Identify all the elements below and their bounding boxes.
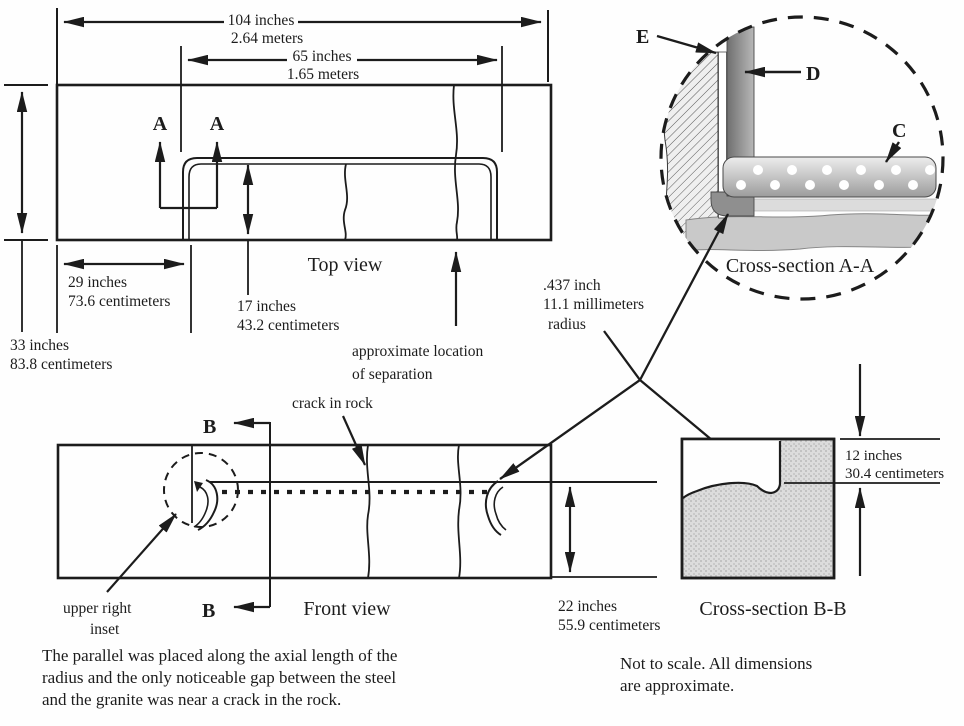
radius-line-2: 11.1 millimeters xyxy=(543,296,644,313)
top-view-title: Top view xyxy=(308,254,383,276)
dimension-104-inches: 104 inches 2.64 meters xyxy=(56,8,549,84)
dimension-29-inches: 29 inches 73.6 centimeters xyxy=(56,245,192,333)
crack-line-top-view xyxy=(452,84,459,241)
crack-label: crack in rock xyxy=(292,395,373,412)
dim-17-in: 17 inches xyxy=(237,298,296,315)
inset-label-1: upper right xyxy=(63,600,132,617)
dim-33-in: 33 inches xyxy=(10,337,69,354)
crack-arrow xyxy=(341,415,367,466)
cross-section-aa-title: Cross-section A-A xyxy=(726,255,875,277)
note-left-line-3: and the granite was near a crack in the … xyxy=(42,690,341,709)
note-right-line-1: Not to scale. All dimensions xyxy=(620,654,812,673)
bb-white-region xyxy=(682,439,780,498)
inset-callout: upper right inset xyxy=(63,513,177,638)
detail-circle-inset xyxy=(163,452,239,528)
dim-29-in: 29 inches xyxy=(68,274,127,291)
dim-17-cm: 43.2 centimeters xyxy=(237,317,339,334)
label-c: C xyxy=(892,120,906,142)
dimension-22-inches: 22 inches 55.9 centimeters xyxy=(551,486,660,634)
notes: The parallel was placed along the axial … xyxy=(42,646,812,709)
crack-line-front-right xyxy=(457,444,462,579)
perforated-bar-c xyxy=(722,156,937,198)
label-d: D xyxy=(806,63,820,85)
dimension-65-inches: 65 inches 1.65 meters xyxy=(180,46,503,152)
front-view: crack in rock B B xyxy=(56,395,660,638)
rock-band xyxy=(685,213,943,252)
front-view-title: Front view xyxy=(303,598,391,620)
dim-65-m: 1.65 meters xyxy=(287,66,359,83)
cross-section-bb: Cross-section B-B 12 inches 30.4 centime… xyxy=(680,364,944,620)
dim-22-cm: 55.9 centimeters xyxy=(558,617,660,634)
label-e: E xyxy=(636,26,649,48)
separation-callout: approximate location of separation xyxy=(352,251,484,383)
dim-104-m: 2.64 meters xyxy=(231,30,303,47)
section-b-label-bottom: B xyxy=(202,600,215,622)
section-b-marker: B B xyxy=(202,416,271,622)
section-a-label-left: A xyxy=(153,113,168,135)
section-a-marker: A A xyxy=(153,113,225,210)
under-strip xyxy=(747,198,939,212)
cross-section-bb-title: Cross-section B-B xyxy=(699,598,846,620)
parallel-outline-inner xyxy=(188,163,492,240)
dim-22-in: 22 inches xyxy=(558,598,617,615)
bb-radius-curve xyxy=(682,441,782,499)
right-hook-detail xyxy=(484,480,507,536)
separation-label-2: of separation xyxy=(352,366,433,383)
inset-label-2: inset xyxy=(90,621,120,638)
leader-to-aa-corner xyxy=(638,213,730,381)
bar-holes xyxy=(736,165,935,190)
top-view-block xyxy=(55,83,553,242)
granite-hatched-area xyxy=(663,51,719,243)
left-hook-detail xyxy=(163,445,239,531)
note-left-line-2: radius and the only noticeable gap betwe… xyxy=(42,668,396,687)
crack-line-parallel xyxy=(342,163,349,241)
note-left-line-1: The parallel was placed along the axial … xyxy=(42,646,397,665)
section-b-label-top: B xyxy=(203,416,216,438)
dim-12-in: 12 inches xyxy=(845,448,902,464)
parallel-outline-outer xyxy=(182,157,498,240)
crack-line-front-left xyxy=(366,444,371,579)
radius-line-1: .437 inch xyxy=(543,277,601,294)
dim-12-cm: 30.4 centimeters xyxy=(845,466,944,482)
dim-104-in: 104 inches xyxy=(228,12,295,29)
section-a-label-right: A xyxy=(210,113,225,135)
front-view-block xyxy=(56,443,553,580)
note-right-line-2: are approximate. xyxy=(620,676,734,695)
separation-label-1: approximate location xyxy=(352,343,484,360)
radius-note: .437 inch 11.1 millimeters radius xyxy=(543,277,644,333)
radius-line-3: radius xyxy=(548,316,586,333)
leader-to-front-hook xyxy=(499,379,641,480)
dimension-17-inches: 17 inches 43.2 centimeters xyxy=(237,164,339,334)
detail-circle-aa xyxy=(659,15,945,301)
dim-65-in: 65 inches xyxy=(293,48,352,65)
cross-section-aa: E D C Cross-section A-A xyxy=(636,15,945,301)
dim-33-cm: 83.8 centimeters xyxy=(10,356,112,373)
dimension-33-inches: 33 inches 83.8 centimeters xyxy=(4,84,112,373)
dimension-12-inches: 12 inches 30.4 centimeters xyxy=(784,364,944,576)
top-view: 104 inches 2.64 meters 65 inches 1.65 me… xyxy=(4,8,553,383)
dim-29-cm: 73.6 centimeters xyxy=(68,293,170,310)
